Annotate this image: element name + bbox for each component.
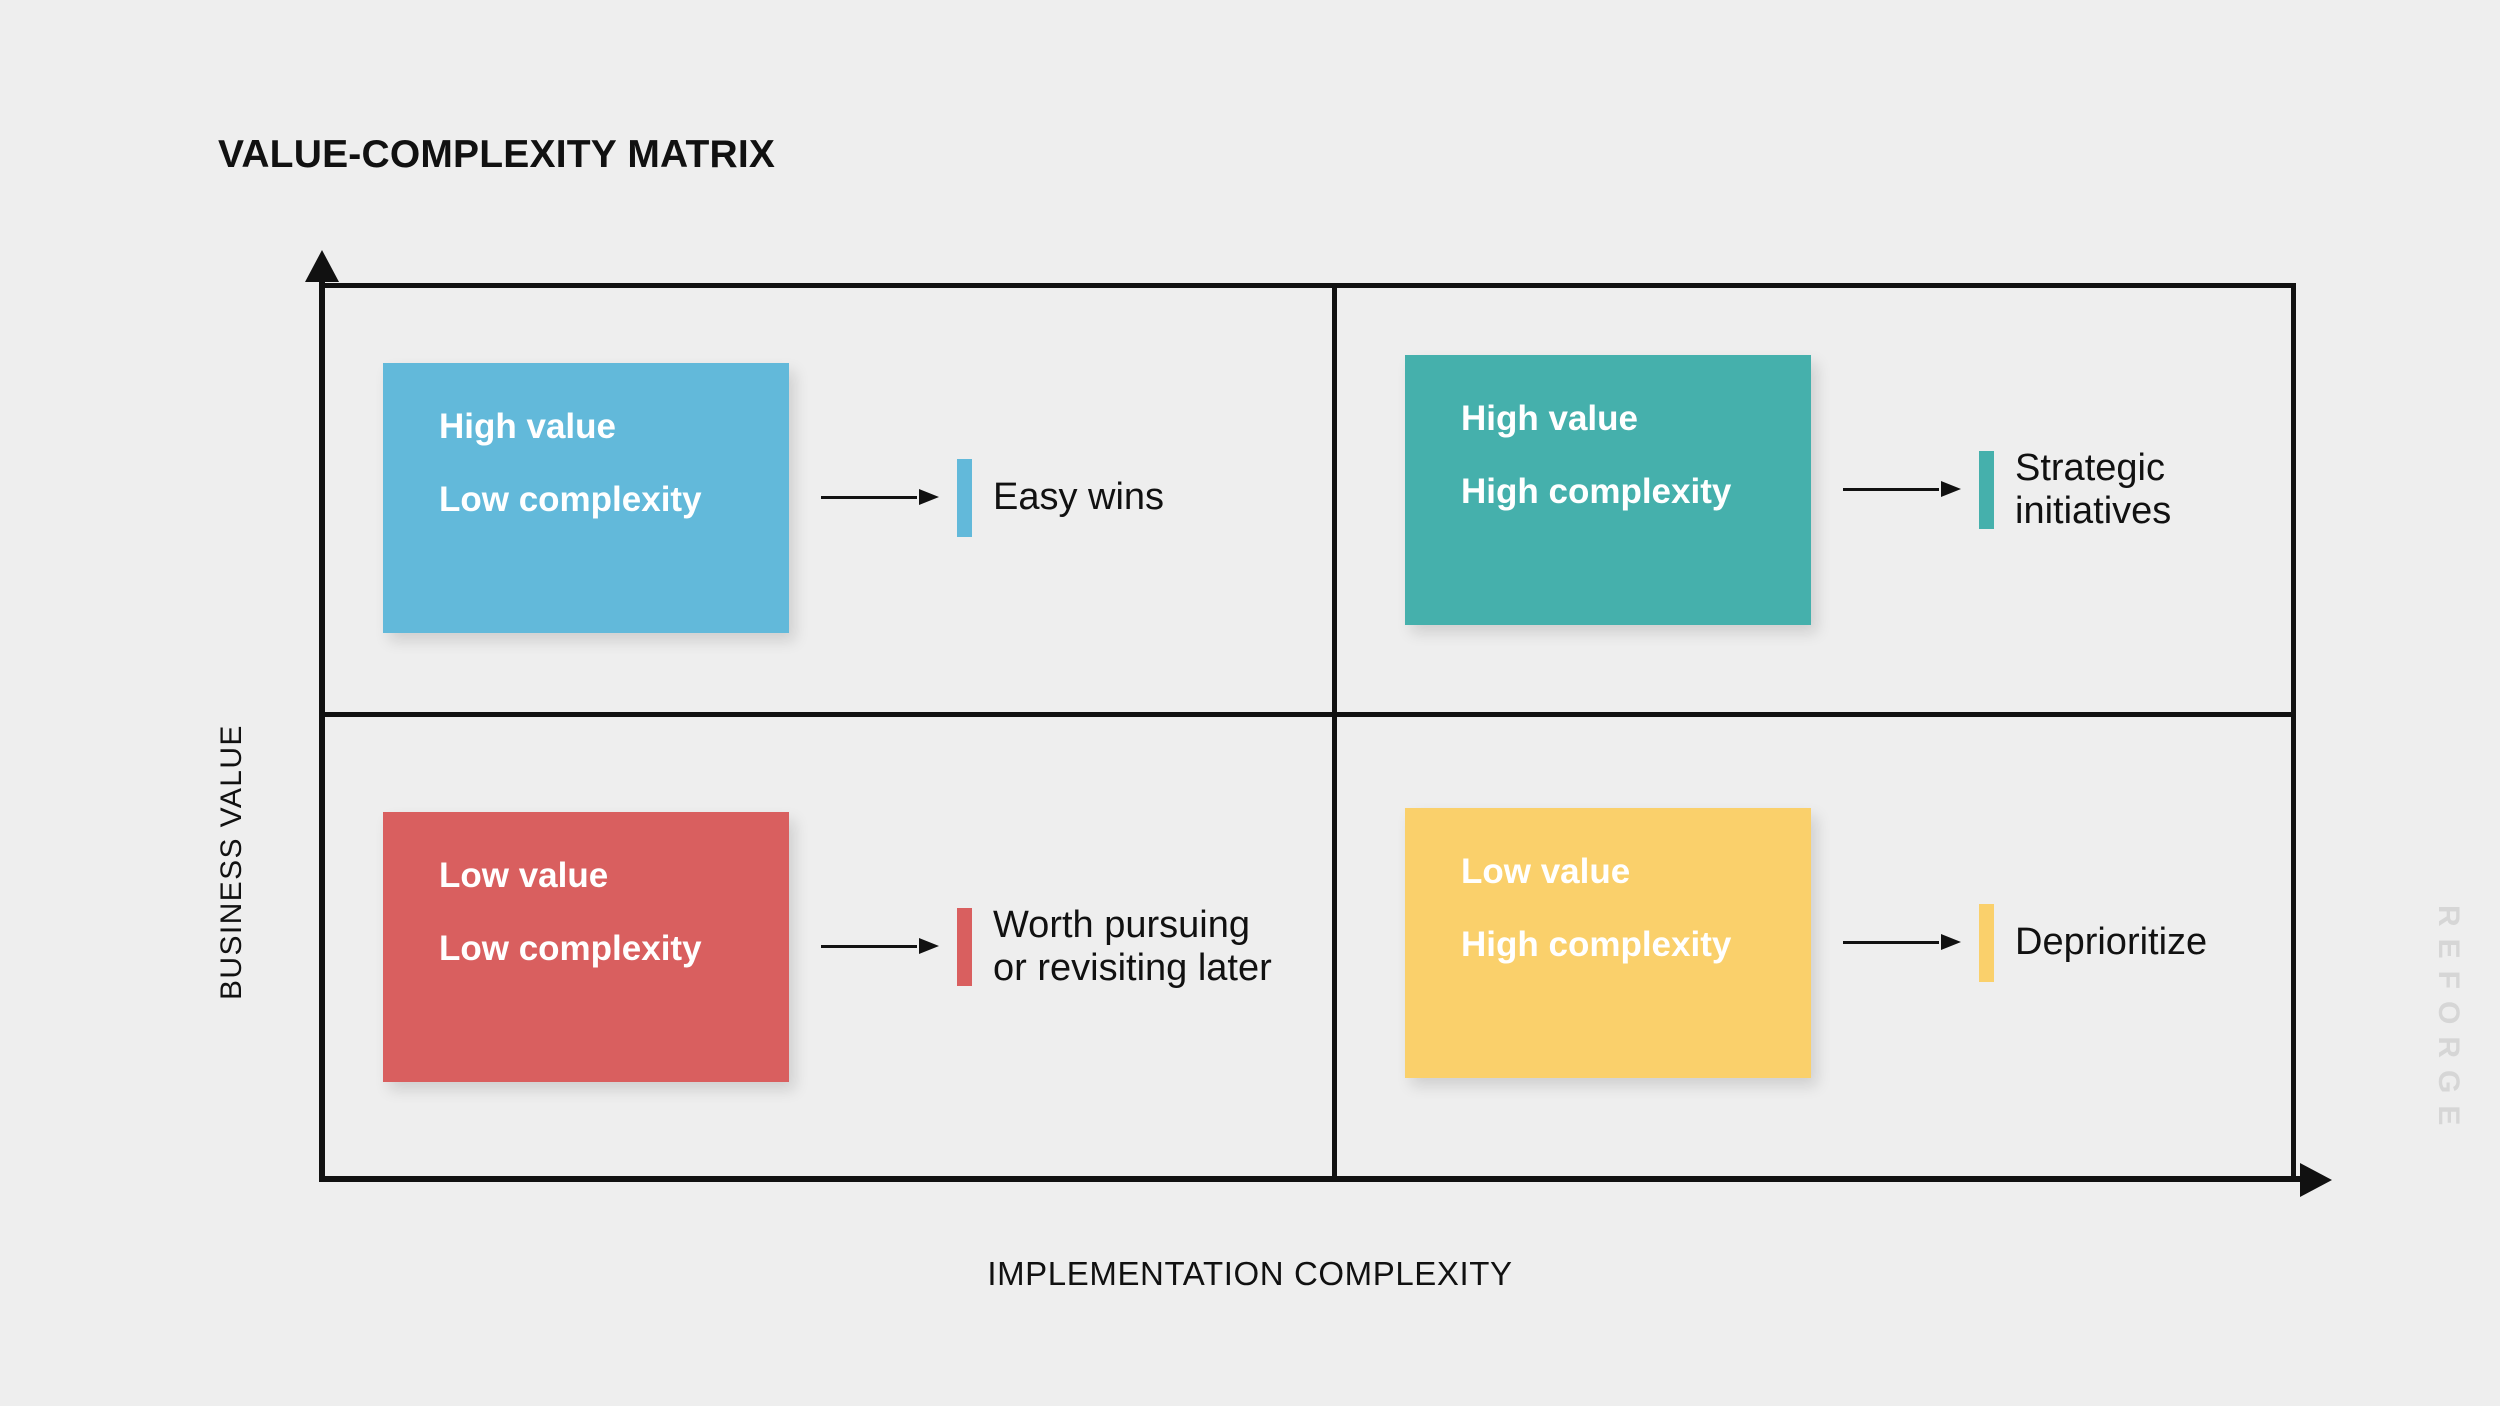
matrix-frame-top bbox=[325, 283, 2296, 288]
quadrant-complexity-label: High complexity bbox=[1461, 472, 1732, 511]
outcome-label: Worth pursuing or revisiting later bbox=[993, 903, 1272, 989]
quadrant-value-label: High value bbox=[1461, 399, 1638, 438]
quadrant-color-block: Low value High complexity bbox=[1405, 808, 1811, 1078]
y-axis-title: BUSINESS VALUE bbox=[215, 724, 248, 1000]
quadrant-outcome: Strategic initiatives bbox=[1979, 447, 2171, 534]
y-axis-line bbox=[319, 272, 325, 1182]
quadrant-color-block: Low value Low complexity bbox=[383, 812, 789, 1082]
x-axis-title: IMPLEMENTATION COMPLEXITY bbox=[987, 1255, 1513, 1292]
outcome-color-chip bbox=[1979, 904, 1994, 982]
outcome-color-chip bbox=[957, 459, 972, 537]
quadrant-color-block: High value High complexity bbox=[1405, 355, 1811, 625]
quadrant-value-label: Low value bbox=[1461, 852, 1631, 891]
outcome-color-chip bbox=[957, 908, 972, 986]
matrix-divider-horizontal bbox=[325, 712, 2296, 717]
quadrant-low-value-low-complexity[interactable]: Low value Low complexity Worth pursuing … bbox=[383, 812, 1272, 1082]
quadrant-low-value-high-complexity[interactable]: Low value High complexity Deprioritize bbox=[1405, 808, 2207, 1078]
quadrant-value-label: High value bbox=[439, 407, 616, 446]
arrow-right-icon bbox=[1843, 934, 1961, 950]
quadrant-complexity-label: Low complexity bbox=[439, 929, 702, 968]
matrix-divider-vertical bbox=[1332, 283, 1337, 1177]
matrix-frame-right bbox=[2291, 283, 2296, 1177]
y-axis-arrow-icon bbox=[305, 250, 339, 282]
outcome-color-chip bbox=[1979, 451, 1994, 529]
x-axis-line bbox=[319, 1176, 2315, 1182]
reforge-watermark: REFORGE bbox=[2432, 905, 2465, 1138]
quadrant-high-value-high-complexity[interactable]: High value High complexity Strategic ini… bbox=[1405, 355, 2171, 625]
page-title: VALUE-COMPLEXITY MATRIX bbox=[218, 133, 776, 176]
quadrant-color-block: High value Low complexity bbox=[383, 363, 789, 633]
arrow-right-icon bbox=[821, 938, 939, 954]
quadrant-high-value-low-complexity[interactable]: High value Low complexity Easy wins bbox=[383, 363, 1164, 633]
quadrant-outcome: Deprioritize bbox=[1979, 904, 2207, 982]
quadrant-value-label: Low value bbox=[439, 856, 609, 895]
arrow-right-icon bbox=[821, 489, 939, 505]
outcome-label: Strategic initiatives bbox=[2015, 446, 2172, 532]
outcome-label: Deprioritize bbox=[2015, 921, 2208, 964]
arrow-right-icon bbox=[1843, 481, 1961, 497]
outcome-label: Easy wins bbox=[993, 476, 1165, 519]
quadrant-complexity-label: Low complexity bbox=[439, 480, 702, 519]
x-axis-arrow-icon bbox=[2300, 1163, 2332, 1197]
quadrant-outcome: Easy wins bbox=[957, 459, 1164, 537]
quadrant-complexity-label: High complexity bbox=[1461, 925, 1732, 964]
quadrant-outcome: Worth pursuing or revisiting later bbox=[957, 904, 1272, 991]
